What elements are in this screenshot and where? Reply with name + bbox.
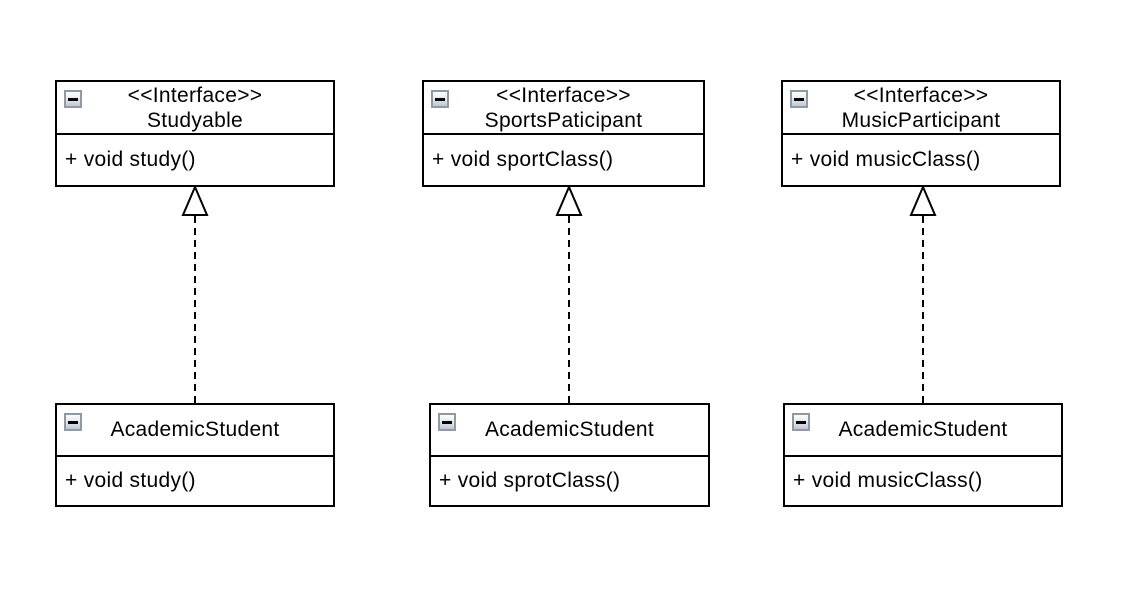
class-methods-compartment: + void sprotClass() xyxy=(431,457,708,505)
interface-methods-compartment: + void sportClass() xyxy=(424,135,703,185)
class-name: AcademicStudent xyxy=(838,418,1008,441)
collapse-minus-icon[interactable] xyxy=(431,90,449,108)
realization-connector[interactable] xyxy=(554,185,584,403)
class-box[interactable]: AcademicStudent + void sprotClass() xyxy=(429,403,710,507)
collapse-minus-icon[interactable] xyxy=(790,90,808,108)
interface-stereotype: <<Interface>> xyxy=(853,83,989,107)
interface-name: MusicParticipant xyxy=(841,108,1001,132)
interface-methods-compartment: + void musicClass() xyxy=(783,135,1059,185)
realization-connector[interactable] xyxy=(908,185,938,403)
class-title-compartment: AcademicStudent xyxy=(431,405,708,457)
method-label: + void sportClass() xyxy=(432,148,614,171)
collapse-minus-icon[interactable] xyxy=(438,413,456,431)
realization-connector[interactable] xyxy=(180,185,210,403)
hollow-triangle-arrowhead-icon xyxy=(555,185,583,216)
interface-stereotype: <<Interface>> xyxy=(127,83,263,107)
interface-name: Studyable xyxy=(146,108,244,132)
interface-name: SportsPaticipant xyxy=(484,108,643,132)
interface-box[interactable]: <<Interface>> MusicParticipant + void mu… xyxy=(781,80,1061,187)
class-methods-compartment: + void study() xyxy=(57,457,333,505)
interface-methods-compartment: + void study() xyxy=(57,135,333,185)
collapse-minus-icon[interactable] xyxy=(64,413,82,431)
interface-title-compartment: <<Interface>> Studyable xyxy=(57,82,333,135)
collapse-minus-icon[interactable] xyxy=(64,90,82,108)
method-label: + void sprotClass() xyxy=(439,469,621,492)
interface-box[interactable]: <<Interface>> SportsPaticipant + void sp… xyxy=(422,80,705,187)
class-title-compartment: AcademicStudent xyxy=(785,405,1061,457)
class-name: AcademicStudent xyxy=(484,418,655,441)
minus-glyph xyxy=(68,420,78,424)
class-title-compartment: AcademicStudent xyxy=(57,405,333,457)
collapse-minus-icon[interactable] xyxy=(792,413,810,431)
class-box[interactable]: AcademicStudent + void study() xyxy=(55,403,335,507)
method-label: + void musicClass() xyxy=(793,469,983,492)
interface-stereotype: <<Interface>> xyxy=(496,83,631,107)
class-methods-compartment: + void musicClass() xyxy=(785,457,1061,505)
interface-title-compartment: <<Interface>> SportsPaticipant xyxy=(424,82,703,135)
minus-glyph xyxy=(68,97,78,101)
minus-glyph xyxy=(442,420,452,424)
hollow-triangle-arrowhead-icon xyxy=(181,185,209,216)
method-label: + void study() xyxy=(65,469,196,492)
class-name: AcademicStudent xyxy=(110,418,280,441)
minus-glyph xyxy=(796,420,806,424)
minus-glyph xyxy=(794,97,804,101)
hollow-triangle-arrowhead-icon xyxy=(909,185,937,216)
interface-title-compartment: <<Interface>> MusicParticipant xyxy=(783,82,1059,135)
minus-glyph xyxy=(435,97,445,101)
interface-box[interactable]: <<Interface>> Studyable + void study() xyxy=(55,80,335,187)
method-label: + void musicClass() xyxy=(791,148,981,171)
method-label: + void study() xyxy=(65,148,196,171)
class-box[interactable]: AcademicStudent + void musicClass() xyxy=(783,403,1063,507)
